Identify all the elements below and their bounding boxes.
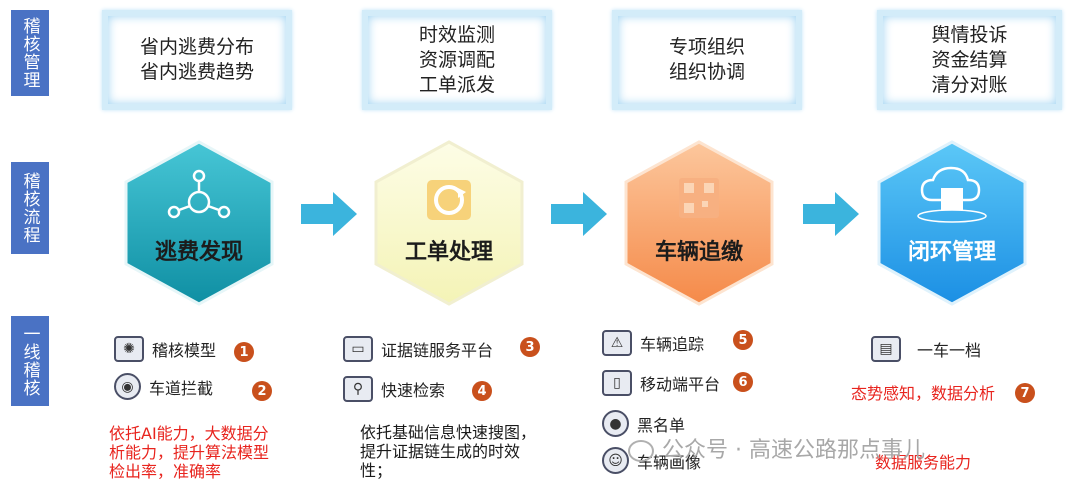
item-blacklist: ● 黑名单	[602, 410, 685, 437]
item-label: 一车一档	[917, 341, 982, 360]
side-tab-frontline: 一线稽核	[11, 316, 49, 406]
wechat-logo-icon	[628, 440, 654, 462]
watermark: 公众号 · 高速公路那点事儿	[628, 432, 925, 464]
alarm-icon: ⚠	[602, 330, 632, 356]
management-box-4: 舆情投诉资金结算清分对账	[877, 10, 1062, 110]
monitor-icon: ▭	[343, 336, 373, 362]
camera-icon: ◉	[114, 373, 141, 400]
note-data-service: 数据服务能力	[875, 453, 972, 472]
item-vehicle-portrait: ☺ 车辆画像	[602, 447, 701, 474]
blacklist-icon: ●	[602, 410, 629, 437]
arrow-right-icon	[803, 192, 859, 236]
process-label: 逃费发现	[154, 240, 243, 265]
management-box-2: 时效监测资源调配工单派发	[362, 10, 552, 110]
item-vehicle-tracking: ⚠ 车辆追踪	[602, 330, 704, 356]
item-label: 车辆画像	[637, 452, 702, 472]
portrait-icon: ☺	[602, 447, 629, 474]
mobile-icon: ▯	[602, 370, 632, 396]
item-lane-intercept: ◉ 车道拦截	[114, 373, 213, 400]
refresh-icon	[427, 180, 471, 220]
process-label: 车辆追缴	[654, 240, 743, 265]
note-situation-awareness: 态势感知，数据分析	[851, 384, 996, 403]
process-step-vehicle-recovery: 车辆追缴	[624, 140, 774, 306]
arrow-right-icon	[301, 192, 357, 236]
management-box-3: 专项组织组织协调	[612, 10, 802, 110]
side-tab-management: 稽核管理	[11, 10, 49, 96]
number-badge: 6	[733, 372, 753, 392]
item-label: 黑名单	[637, 415, 686, 435]
number-badge: 1	[234, 342, 254, 362]
item-label: 车辆追踪	[640, 335, 705, 354]
process-label: 闭环管理	[907, 240, 996, 265]
item-evidence-platform: ▭ 证据链服务平台	[343, 336, 493, 362]
number-badge: 7	[1015, 383, 1035, 403]
number-badge: 2	[252, 381, 272, 401]
cloud-icon	[917, 166, 987, 223]
item-label: 移动端平台	[640, 375, 721, 394]
item-mobile-platform: ▯ 移动端平台	[602, 370, 720, 396]
item-label: 车道拦截	[149, 378, 214, 398]
item-label: 快速检索	[381, 381, 446, 400]
archive-icon: ▤	[871, 336, 901, 362]
process-step-discovery: 逃费发现	[124, 140, 274, 306]
number-badge: 5	[733, 330, 753, 350]
qrcode-icon	[679, 178, 719, 218]
item-label: 证据链服务平台	[381, 341, 494, 360]
process-step-workorder: 工单处理	[374, 140, 524, 306]
note-evidence-chain: 依托基础信息快速搜图，提升证据链生成的时效性；	[360, 423, 537, 480]
number-badge: 4	[472, 381, 492, 401]
note-ai-capability: 依托AI能力，大数据分析能力，提升算法模型检出率，准确率	[109, 424, 270, 481]
process-label: 工单处理	[404, 240, 493, 265]
arrow-right-icon	[551, 192, 607, 236]
number-badge: 3	[520, 337, 540, 357]
network-icon	[167, 169, 231, 219]
item-quick-search: ⚲ 快速检索	[343, 376, 445, 402]
item-audit-model: ✺ 稽核模型	[114, 336, 216, 362]
item-label: 稽核模型	[152, 341, 217, 360]
search-network-icon: ⚲	[343, 376, 373, 402]
ai-brain-icon: ✺	[114, 336, 144, 362]
side-tab-process: 稽核流程	[11, 162, 49, 254]
management-box-1: 省内逃费分布省内逃费趋势	[102, 10, 292, 110]
process-step-closed-loop: 闭环管理	[877, 140, 1027, 306]
item-one-car-one-file: ▤ 一车一档	[871, 336, 981, 362]
